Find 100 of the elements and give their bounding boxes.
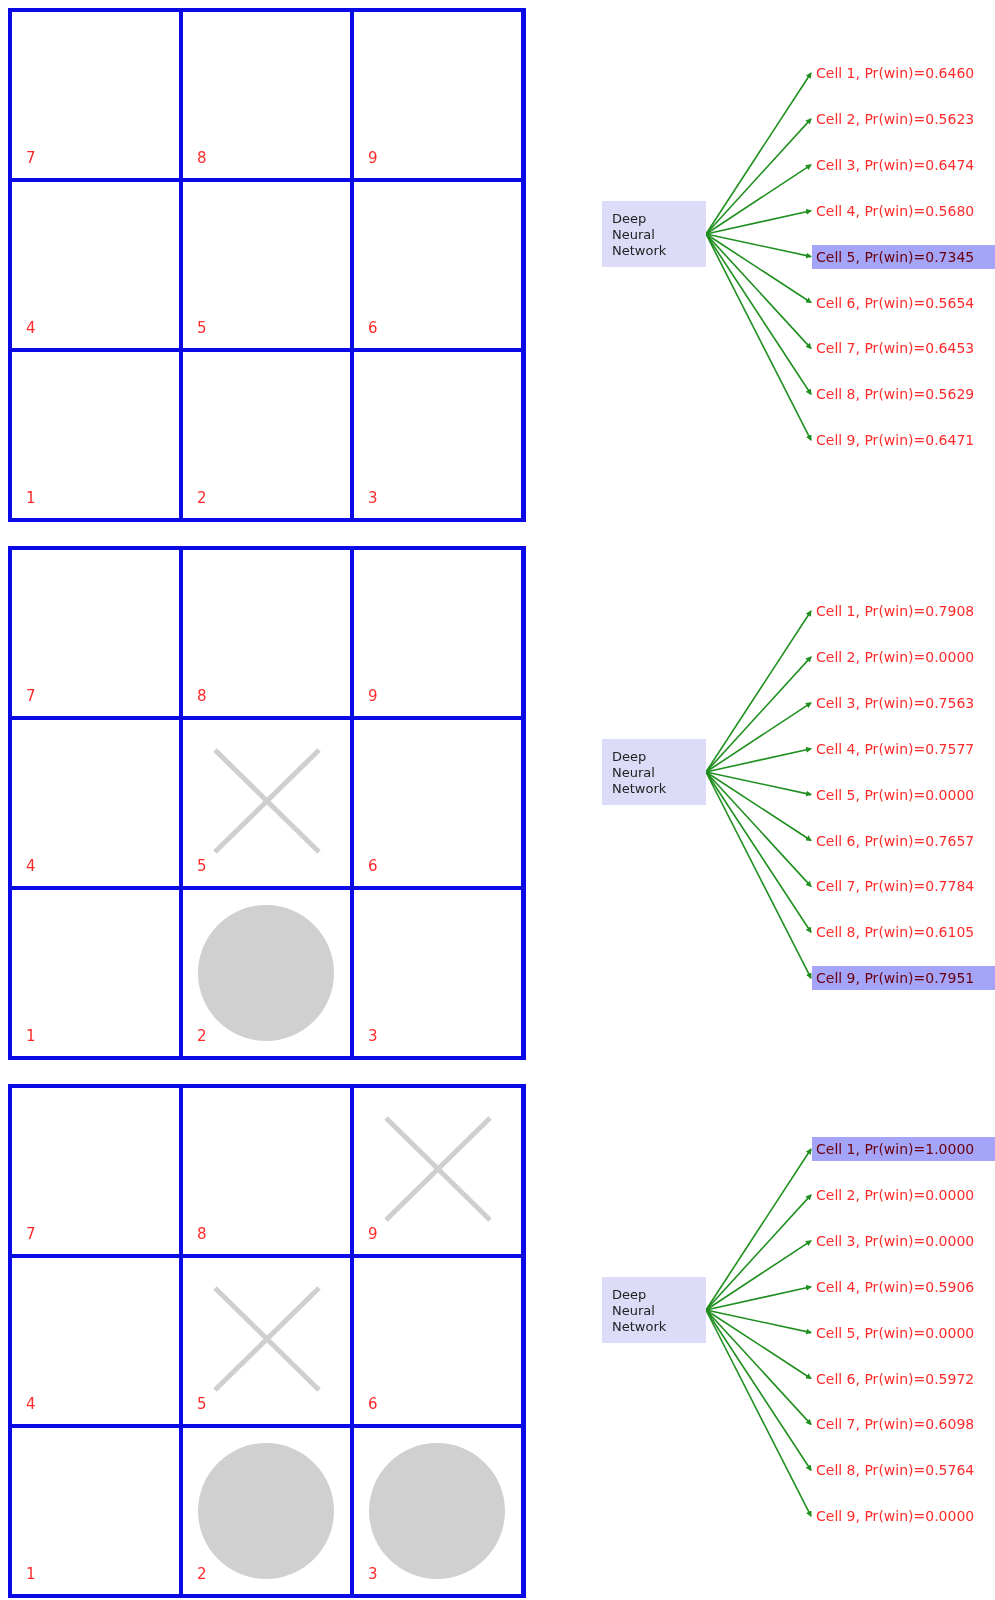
board-cell: [181, 1426, 352, 1596]
board-cell: [352, 548, 523, 718]
output-label: Cell 7, Pr(win)=0.6098: [812, 1412, 995, 1437]
board-cell: [352, 718, 523, 888]
connector-arrow: [705, 1309, 812, 1380]
connector-arrow: [705, 233, 812, 259]
connector-arrow: [705, 771, 812, 888]
board-cell: [181, 888, 352, 1058]
cell-number: 3: [368, 491, 378, 506]
output-label: Cell 7, Pr(win)=0.6453: [812, 336, 995, 361]
output-label: Cell 6, Pr(win)=0.5972: [812, 1366, 995, 1391]
output-label: Cell 4, Pr(win)=0.5906: [812, 1274, 995, 1299]
cell-number: 1: [26, 1567, 36, 1582]
output-label: Cell 4, Pr(win)=0.5680: [812, 198, 995, 223]
board-cell: [10, 180, 181, 350]
output-label: Cell 1, Pr(win)=0.6460: [812, 61, 995, 85]
board-cell: [10, 10, 181, 180]
cell-number: 1: [26, 1029, 36, 1044]
connector-arrow: [705, 164, 812, 235]
connector-arrow: [705, 702, 812, 773]
cell-number: 5: [197, 321, 207, 336]
cell-number: 3: [368, 1029, 378, 1044]
output-label: Cell 8, Pr(win)=0.5629: [812, 382, 995, 407]
connector-arrow: [705, 233, 812, 350]
board-cell: [352, 1426, 523, 1596]
board-cell: [10, 1256, 181, 1426]
connector-arrow: [705, 1284, 812, 1311]
cell-number: 8: [197, 689, 207, 704]
cell-number: 3: [368, 1567, 378, 1582]
cell-number: 6: [368, 1397, 378, 1412]
output-label: Cell 3, Pr(win)=0.0000: [812, 1228, 995, 1253]
cell-number: 8: [197, 151, 207, 166]
output-label: Cell 8, Pr(win)=0.5764: [812, 1458, 995, 1483]
network-box: Deep Neural Network: [602, 201, 706, 267]
output-label: Cell 7, Pr(win)=0.7784: [812, 874, 995, 899]
board-cell: [181, 10, 352, 180]
output-label: Cell 2, Pr(win)=0.0000: [812, 1182, 995, 1207]
network-box: Deep Neural Network: [602, 1277, 706, 1343]
output-label: Cell 6, Pr(win)=0.7657: [812, 828, 995, 853]
board-cell: [181, 548, 352, 718]
board-cell: [181, 350, 352, 520]
board-cell: [352, 888, 523, 1058]
cell-number: 7: [26, 1227, 36, 1242]
board-cell: [10, 1086, 181, 1256]
connector-arrow: [705, 656, 812, 773]
connector-arrow: [705, 771, 812, 797]
board-cell: [10, 350, 181, 520]
board-cell: [10, 718, 181, 888]
output-label: Cell 8, Pr(win)=0.6105: [812, 920, 995, 945]
connector-arrow: [705, 1309, 812, 1426]
board-cell: [181, 1256, 352, 1426]
cell-number: 5: [197, 859, 207, 874]
board-cell: [352, 1086, 523, 1256]
board-cell: [10, 548, 181, 718]
cell-number: 2: [197, 491, 207, 506]
output-label: Cell 3, Pr(win)=0.6474: [812, 152, 995, 177]
cell-number: 2: [197, 1567, 207, 1582]
board-cell: [352, 180, 523, 350]
cell-number: 5: [197, 1397, 207, 1412]
cell-number: 4: [26, 1397, 36, 1412]
connector-arrow: [705, 233, 812, 304]
cell-number: 9: [368, 1227, 378, 1242]
output-label: Cell 5, Pr(win)=0.0000: [812, 782, 995, 807]
highlighted-output-label: Cell 9, Pr(win)=0.7951: [812, 966, 995, 991]
connector-arrow: [705, 771, 812, 842]
output-label: Cell 2, Pr(win)=0.0000: [812, 644, 995, 669]
connector-arrow: [705, 118, 812, 235]
cell-number: 2: [197, 1029, 207, 1044]
board-cell: [181, 718, 352, 888]
cell-number: 9: [368, 689, 378, 704]
cell-number: 7: [26, 689, 36, 704]
board-cell: [352, 350, 523, 520]
output-label: Cell 6, Pr(win)=0.5654: [812, 290, 995, 315]
cell-number: 9: [368, 151, 378, 166]
connector-arrow: [705, 746, 812, 773]
board-cell: [181, 180, 352, 350]
output-label: Cell 3, Pr(win)=0.7563: [812, 690, 995, 715]
connector-arrow: [705, 1194, 812, 1311]
output-label: Cell 1, Pr(win)=0.7908: [812, 599, 995, 623]
output-label: Cell 2, Pr(win)=0.5623: [812, 106, 995, 131]
cell-number: 4: [26, 321, 36, 336]
connector-arrow: [705, 208, 812, 235]
cell-number: 7: [26, 151, 36, 166]
network-box: Deep Neural Network: [602, 739, 706, 805]
connector-arrow: [705, 1240, 812, 1311]
highlighted-output-label: Cell 1, Pr(win)=1.0000: [812, 1137, 995, 1161]
board-cell: [352, 1256, 523, 1426]
output-label: Cell 9, Pr(win)=0.0000: [812, 1504, 995, 1529]
output-label: Cell 5, Pr(win)=0.0000: [812, 1320, 995, 1345]
cell-number: 6: [368, 859, 378, 874]
output-label: Cell 9, Pr(win)=0.6471: [812, 428, 995, 453]
board-cell: [352, 10, 523, 180]
highlighted-output-label: Cell 5, Pr(win)=0.7345: [812, 244, 995, 269]
cell-number: 6: [368, 321, 378, 336]
cell-number: 4: [26, 859, 36, 874]
cell-number: 1: [26, 491, 36, 506]
cell-number: 8: [197, 1227, 207, 1242]
board-cell: [10, 1426, 181, 1596]
board-cell: [10, 888, 181, 1058]
output-label: Cell 4, Pr(win)=0.7577: [812, 736, 995, 761]
